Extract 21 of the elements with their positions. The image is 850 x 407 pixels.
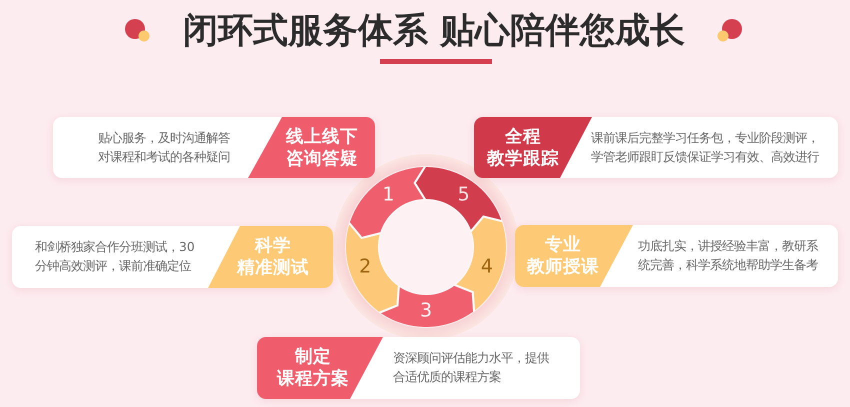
service-card — [515, 225, 838, 287]
step-number: 5 — [458, 186, 470, 205]
service-card — [53, 117, 375, 178]
card-heading: 专业教师授课 — [527, 234, 599, 278]
card-description: 贴心服务，及时沟通解答对课程和考试的各种疑问 — [98, 130, 231, 166]
service-card — [12, 226, 333, 288]
card-description: 功底扎实，讲授经验丰富，教研系统完善，科学系统地帮助学生备考 — [638, 238, 820, 274]
step-number: 4 — [480, 257, 493, 276]
service-card — [474, 117, 838, 178]
card-heading: 全程教学跟踪 — [487, 126, 559, 170]
service-card — [257, 337, 580, 399]
step-number: 1 — [382, 186, 394, 205]
card-description: 和剑桥独家合作分班测试，30分钟高效测评，课前准确定位 — [35, 239, 196, 275]
card-description: 资深顾问评估能力水平，提供合适优质的课程方案 — [393, 350, 550, 386]
step-number: 3 — [420, 302, 432, 320]
page-title: 闭环式服务体系 贴心陪伴您成长 — [182, 10, 686, 52]
card-heading: 线上线下咨询答疑 — [286, 126, 358, 170]
card-description: 课前课后完整学习任务包，专业阶段测评，学管老师跟盯反馈保证学习有效、高效进行 — [591, 130, 820, 166]
step-number: 2 — [359, 257, 372, 276]
card-heading: 科学精准测试 — [237, 235, 309, 279]
card-heading: 制定课程方案 — [277, 346, 349, 390]
